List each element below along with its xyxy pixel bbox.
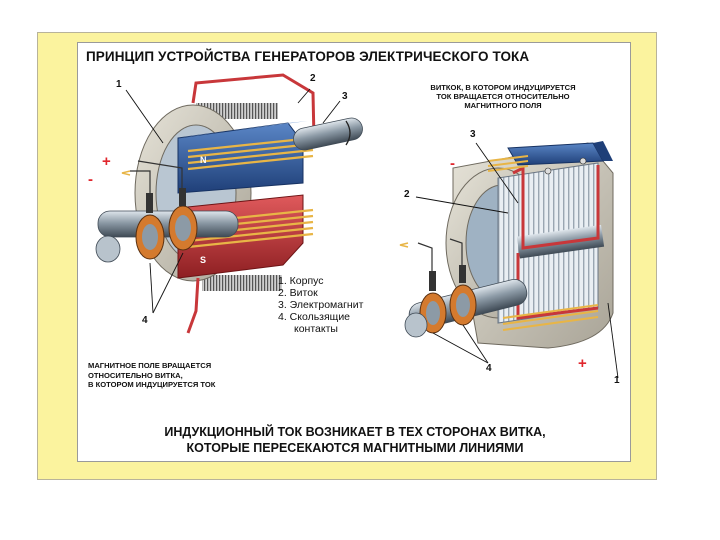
right-label-2: 2 [404,189,410,200]
right-label-4: 4 [486,363,492,374]
right-caption: ВИТКОК, В КОТОРОМ ИНДУЦИРУЕТСЯ ТОК ВРАЩА… [398,83,608,110]
left-wire-loop-bottom [186,277,200,334]
left-caption-line-1: МАГНИТНОЕ ПОЛЕ ВРАЩАЕТСЯ [88,361,212,370]
right-minus-sign: - [450,155,455,172]
footer-line-1: ИНДУКЦИОННЫЙ ТОК ВОЗНИКАЕТ В ТЕХ СТОРОНА… [164,425,546,439]
left-label-1: 1 [116,79,122,90]
left-wire-loop-top [191,73,316,140]
right-label-3: 3 [470,129,476,140]
legend-item-4-cont: контакты [294,323,338,335]
left-label-2: 2 [310,73,316,84]
right-plus-sign: + [578,355,587,372]
legend-item-4: 4. Скользящие [278,311,351,323]
left-shaft-front [97,210,239,238]
pole-s-label: S [200,255,207,265]
left-shaft-rear [293,117,363,151]
right-leader-lines [415,142,619,379]
left-leader-lines [125,88,341,314]
legend: 1. Корпус 2. Виток 3. Электромагнит 4. С… [278,275,363,335]
left-brush-1 [146,193,153,213]
left-plus-sign: + [102,153,111,170]
legend-item-3: 3. Электромагнит [278,299,364,311]
pole-n-label: N [200,155,207,165]
right-wire-loop [512,165,600,250]
footer-line-2: КОТОРЫЕ ПЕРЕСЕКАЮТСЯ МАГНИТНЫМИ ЛИНИЯМИ [186,441,524,455]
right-label-1: 1 [614,375,620,386]
generator-illustration [95,73,619,379]
left-brush-2 [179,188,186,206]
left-shaft-end [95,235,121,263]
left-caption-line-3: В КОТОРОМ ИНДУЦИРУЕТСЯ ТОК [88,380,216,389]
left-cooling-fins-bottom [202,275,282,291]
left-caption-line-2: ОТНОСИТЕЛЬНО ВИТКА, [88,370,183,380]
left-label-3: 3 [342,91,348,102]
legend-item-2: 2. Виток [278,287,318,299]
left-minus-sign: - [88,171,93,188]
left-caption: МАГНИТНОЕ ПОЛЕ ВРАЩАЕТСЯ ОТНОСИТЕЛЬНО ВИ… [88,361,215,390]
diagram-title: ПРИНЦИП УСТРОЙСТВА ГЕНЕРАТОРОВ ЭЛЕКТРИЧЕ… [86,49,530,64]
right-windings [487,155,599,331]
legend-item-1: 1. Корпус [278,275,324,287]
right-caption-line-3: МАГНИТНОГО ПОЛЯ [464,101,542,110]
right-generator [399,141,619,379]
diagram-panel: ПРИНЦИП УСТРОЙСТВА ГЕНЕРАТОРОВ ЭЛЕКТРИЧЕ… [77,42,631,462]
right-caption-line-2: ТОК ВРАЩАЕТСЯ ОТНОСИТЕЛЬНО [436,92,570,101]
left-generator [95,73,363,334]
right-caption-line-1: ВИТКОК, В КОТОРОМ ИНДУЦИРУЕТСЯ [430,83,576,92]
rotation-arrow [345,120,351,146]
left-label-4: 4 [142,315,148,326]
